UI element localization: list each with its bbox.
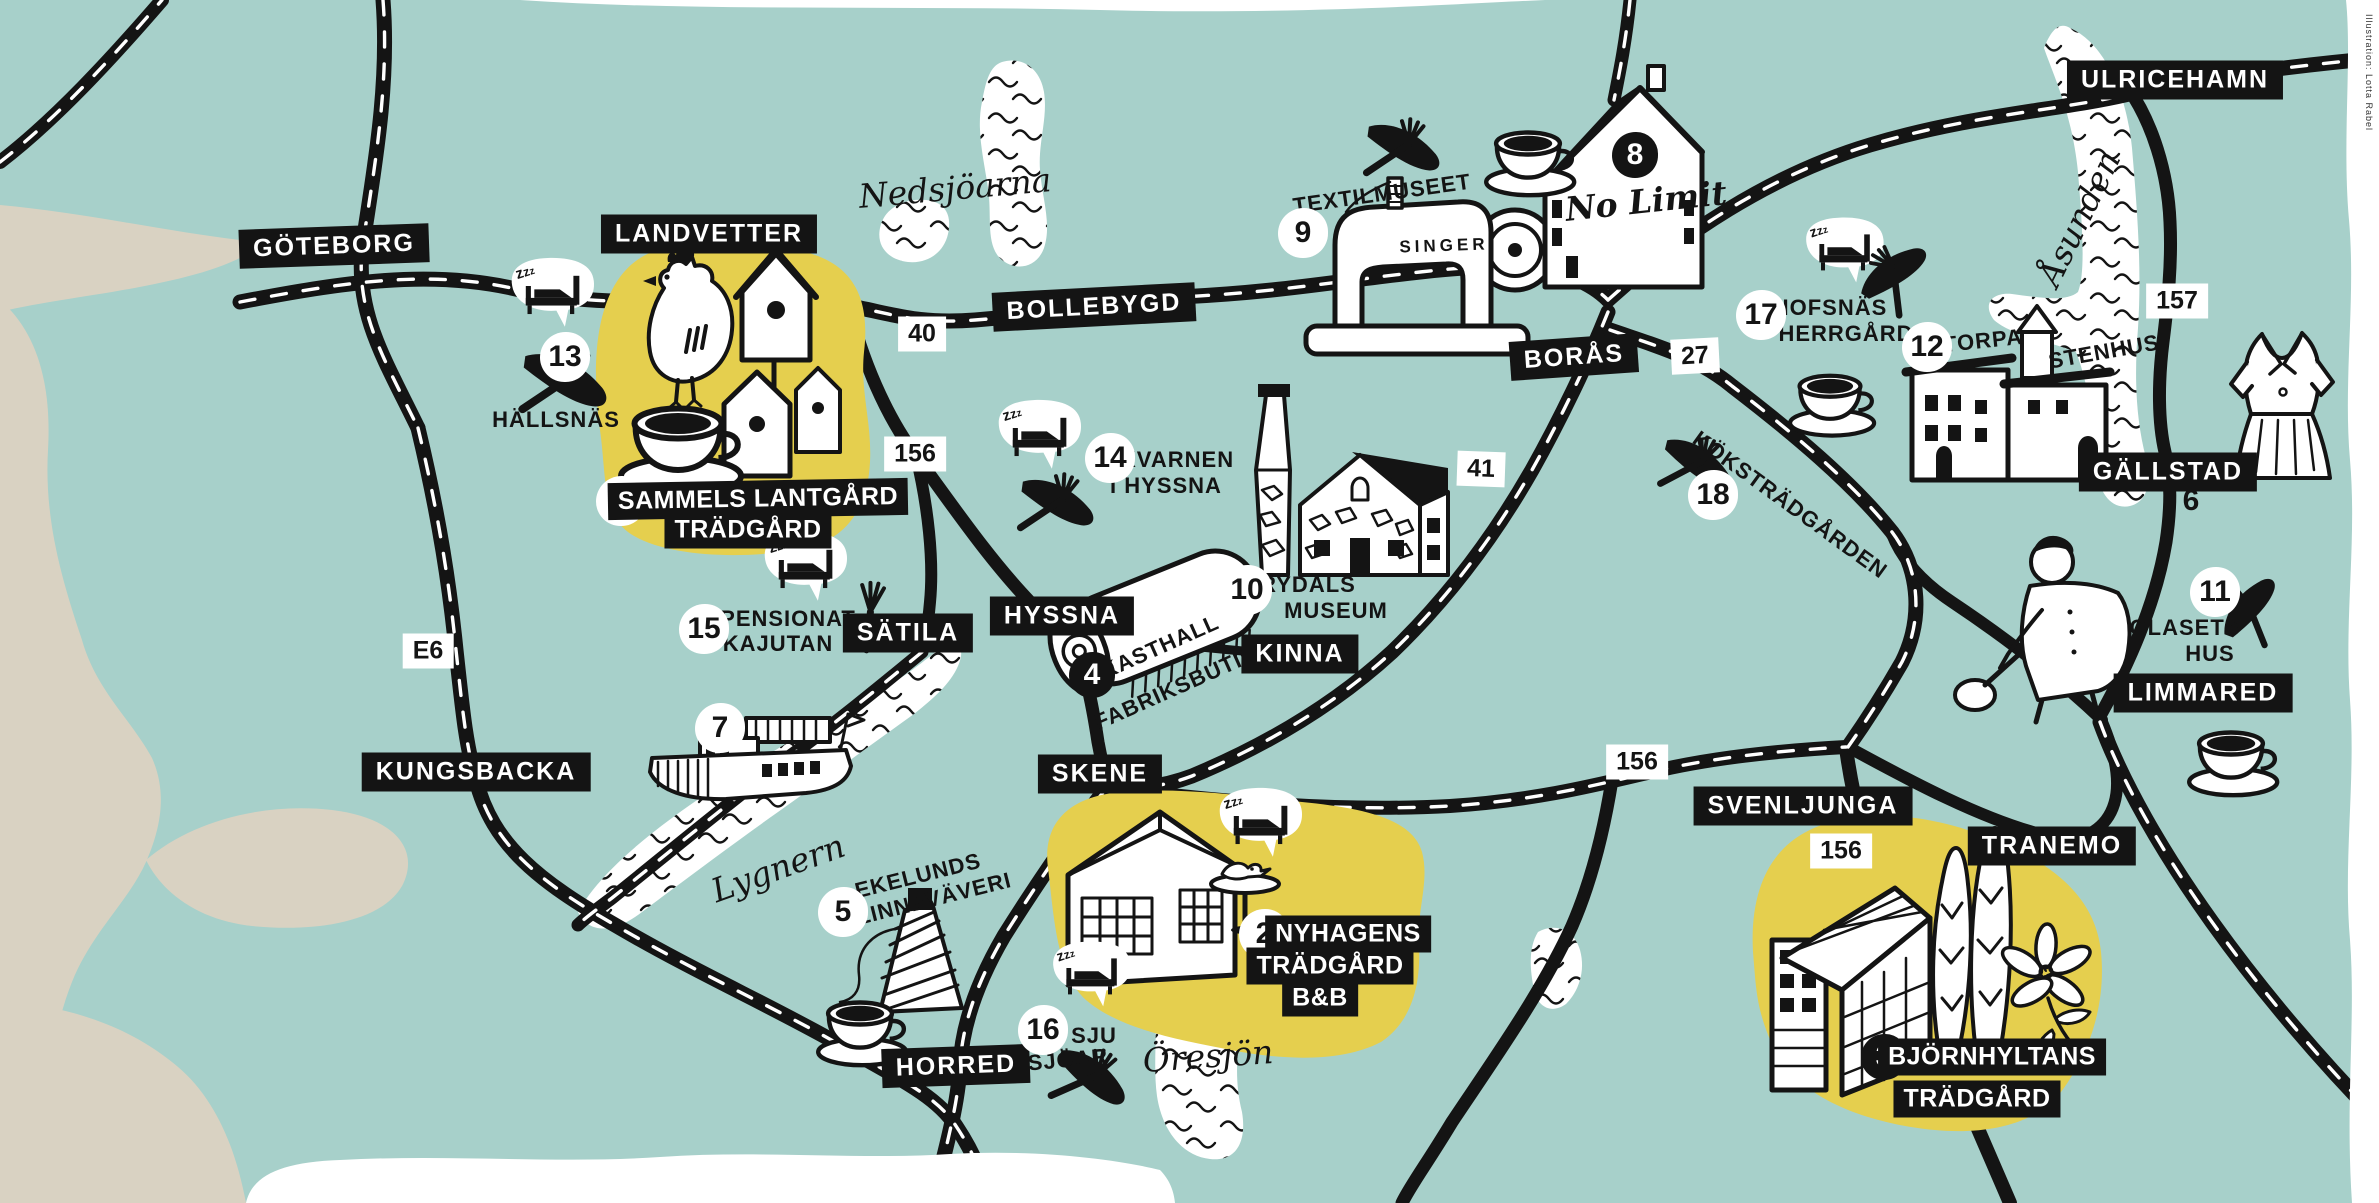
poi-number-14: 14: [1085, 433, 1135, 483]
poi-label-torpa: TORPA: [1941, 323, 2025, 358]
poi-label-nyhagens: NYHAGENS: [1265, 915, 1431, 953]
illustration-text-no-limit: No Limit: [1563, 173, 1729, 229]
nyhagens-building-illustration: [1065, 809, 1238, 988]
poi-number-8: 8: [1612, 132, 1658, 178]
road-badge-40-0: 40: [898, 316, 946, 352]
poi-label-tradgard: TRÄDGÅRD: [1893, 1080, 2061, 1118]
poi-label-glasets: GLASETS: [2129, 615, 2241, 640]
road-oresjon-east: [1395, 773, 1619, 1203]
rydals-museum-illustration: [1254, 384, 1450, 577]
poi-number-18: 18: [1688, 470, 1738, 520]
sign-goteborg: GÖTEBORG: [238, 223, 430, 269]
poi-number-12: 12: [1902, 322, 1952, 372]
poi-label-tradgard: TRÄDGÅRD: [664, 511, 832, 549]
sign-gallstad: GÄLLSTAD: [2078, 452, 2258, 492]
birdbath-illustration: [1209, 861, 1281, 934]
road-badge-157-5: 157: [2146, 283, 2208, 319]
poi-label-b-b: B&B: [1282, 979, 1358, 1017]
lake-nedsjoarna: [879, 60, 1048, 267]
poi-number-9: 9: [1278, 208, 1328, 258]
lake-label-asunden: Åsunden: [2029, 144, 2129, 292]
illustration-credit: Illustration: Lotta Rabel: [2364, 14, 2374, 132]
lake-label-nedsjoarna: Nedsjöarna: [857, 160, 1053, 216]
poi-number-7: 7: [695, 703, 745, 753]
road-badge-27-2: 27: [1670, 337, 1720, 375]
dress-illustration: [2229, 331, 2335, 480]
poi-label-hofsnas: HOFSNÄS: [1772, 295, 1888, 320]
road-badge-e6-4: E6: [402, 633, 454, 669]
poi-label-hallsnas: HÄLLSNÄS: [492, 407, 620, 432]
poi-number-15: 15: [679, 604, 729, 654]
poi-label-sju: SJU: [1071, 1023, 1117, 1048]
coastline-land: [0, 205, 409, 1203]
poi-number-5: 5: [818, 887, 868, 937]
steamboat-illustration: [648, 712, 866, 802]
poi-label-pensionat: PENSIONAT: [720, 606, 856, 631]
thread-cone-illustration: [838, 888, 964, 1014]
sign-kinna: KINNA: [1241, 634, 1359, 674]
torn-edges: [246, 0, 2379, 1203]
poi-number-13: 13: [540, 332, 590, 382]
birdhouse-illustration: [721, 247, 842, 479]
sign-ulricehamn: ULRICEHAMN: [2066, 60, 2284, 100]
sign-tranemo: TRANEMO: [1967, 826, 2137, 866]
sign-limmared: LIMMARED: [2113, 673, 2293, 713]
poi-number-4: 4: [1069, 652, 1115, 698]
poi-number-17: 17: [1736, 290, 1786, 340]
sign-skene: SKENE: [1037, 754, 1163, 794]
sign-horred: HORRED: [881, 1043, 1031, 1089]
poi-label-museum: MUSEUM: [1284, 598, 1388, 623]
illustrations: [643, 64, 2335, 1098]
poi-label-kvarnen: KVARNEN: [1119, 447, 1235, 472]
poi-label-bjornhyltans: BJÖRNHYLTANS: [1878, 1038, 2106, 1076]
poi-label-i-hyssna: I HYSSNA: [1110, 473, 1222, 498]
no-limit-house-illustration: [1542, 64, 1705, 290]
road-badge-156-1: 156: [884, 436, 946, 472]
torpa-castle-illustration: [1901, 304, 2115, 483]
poi-number-11: 11: [2190, 567, 2240, 617]
road-badge-41-3: 41: [1456, 450, 1506, 488]
poi-label-stenhus: STENHUS: [2046, 329, 2162, 374]
illustration-text-singer: SINGER: [1399, 234, 1489, 257]
road-badge-156-7: 156: [1810, 833, 1872, 869]
poi-number-10: 10: [1222, 565, 1272, 615]
poi-label-herrgard: HERRGÅRD: [1778, 321, 1914, 346]
sign-hyssna: HYSSNA: [989, 596, 1135, 636]
poi-number-6: 6: [2182, 484, 2200, 517]
glassblower-illustration: [1953, 535, 2132, 725]
poi-label-rydals: RYDALS: [1260, 572, 1356, 597]
sign-svenljunga: SVENLJUNGA: [1693, 786, 1913, 826]
poi-number-16: 16: [1018, 1005, 1068, 1055]
chicken-illustration: [643, 248, 735, 411]
poi-label-tradgard: TRÄDGÅRD: [1246, 947, 1414, 985]
sign-kungsbacka: KUNGSBACKA: [361, 752, 591, 792]
road-badge-156-6: 156: [1606, 744, 1668, 780]
road-157: [2093, 81, 2178, 723]
sign-landvetter: LANDVETTER: [600, 214, 818, 254]
poi-label-kajutan: KAJUTAN: [722, 631, 834, 656]
sign-satila: SÄTILA: [842, 613, 974, 653]
sign-bollebygd: BOLLEBYGD: [991, 282, 1197, 332]
lake-label-oresjon: Öresjön: [1141, 1031, 1275, 1081]
sign-boras: BORÅS: [1508, 333, 1640, 381]
poi-label-hus: HUS: [2185, 641, 2235, 666]
